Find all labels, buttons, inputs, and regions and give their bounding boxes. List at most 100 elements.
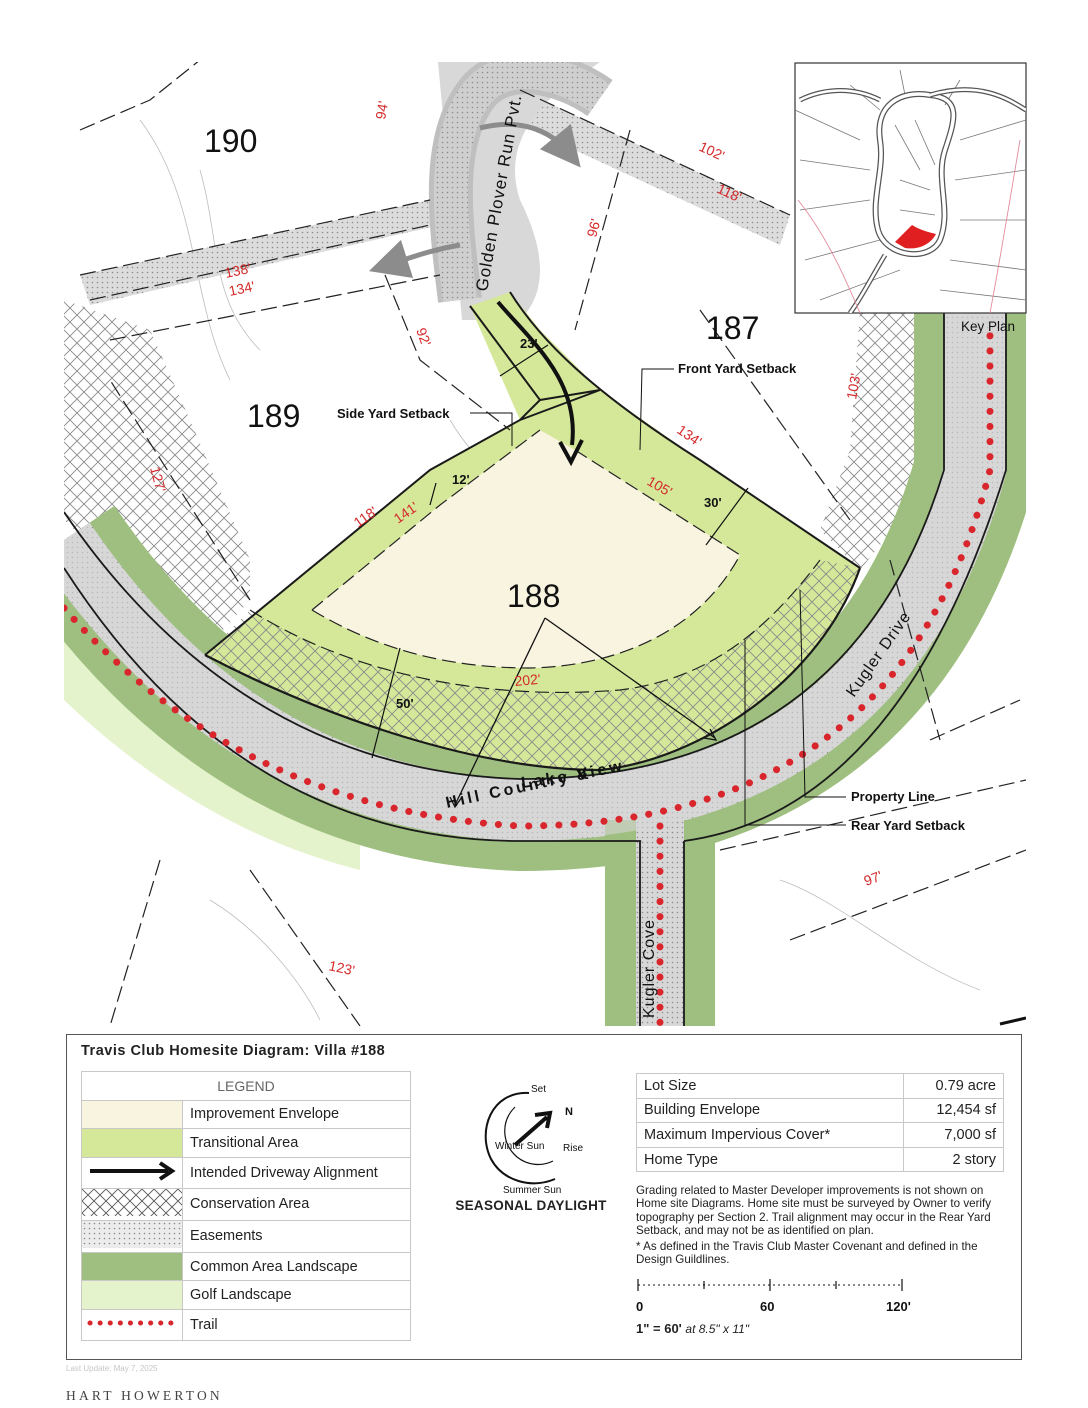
scale-tick-0: 0 [636, 1299, 643, 1314]
legend-row: Common Area Landscape [81, 1251, 411, 1282]
view-arrow-west [368, 239, 461, 278]
seasonal-daylight-diagram: Set N Winter Sun Rise Summer Sun [484, 1084, 583, 1196]
seasonal-daylight-caption: SEASONAL DAYLIGHT [455, 1198, 607, 1213]
swatch-driveway-arrow-icon [81, 1156, 183, 1189]
dim-96: 96' [583, 217, 603, 239]
swatch-easements [81, 1219, 183, 1253]
legend-label: Conservation Area [182, 1187, 411, 1221]
lot-188-label: 188 [507, 578, 560, 614]
setback-lines [249, 429, 821, 694]
dim-94: 94' [372, 100, 391, 121]
legend-row: Trail [81, 1308, 411, 1341]
scale-bar: 0 60 120' [636, 1279, 911, 1314]
setback-labels: 23' 12' 30' 50' [396, 336, 722, 711]
lot-lines [79, 62, 1026, 1026]
north-arrow-icon [513, 1115, 549, 1147]
lot-188-conservation-area [205, 560, 860, 770]
lot-188-callout-arrows [449, 617, 718, 809]
legend-heading: LEGEND [81, 1071, 411, 1101]
notes: Grading related to Master Developer impr… [636, 1184, 1006, 1268]
lot-189-label: 189 [247, 398, 300, 434]
legend-label: Trail [182, 1308, 411, 1341]
legend-row: Transitional Area [81, 1128, 411, 1158]
sun-north-label: N [565, 1106, 573, 1118]
dim-97: 97' [862, 868, 885, 889]
callout-property-line: Property Line [851, 789, 935, 804]
swatch-trail [81, 1308, 183, 1341]
fact-label: Home Type [636, 1146, 904, 1173]
setback-50: 50' [396, 696, 414, 711]
swatch-conservation [81, 1187, 183, 1221]
road-edges [64, 310, 1007, 1026]
swatch-improvement [81, 1099, 183, 1130]
lot-188-improvement-envelope [312, 430, 740, 668]
callout-leaders [470, 368, 846, 826]
dim-92: 92' [413, 326, 434, 349]
brand-logo: HART HOWERTON [66, 1388, 223, 1403]
scale-ratio: 1" = 60' at 8.5" x 11" [636, 1321, 749, 1336]
legend-label: Easements [182, 1219, 411, 1253]
callout-front-yard: Front Yard Setback [678, 361, 797, 376]
legend-row: Conservation Area [81, 1187, 411, 1221]
legend-table: LEGEND Improvement Envelope Transitional… [81, 1071, 411, 1341]
legend-label: Improvement Envelope [182, 1099, 411, 1130]
scale-tick-60: 60 [760, 1299, 774, 1314]
legend-row: Intended Driveway Alignment [81, 1156, 411, 1189]
driveway-alignment-arrow [496, 300, 575, 446]
legend-label: Common Area Landscape [182, 1251, 411, 1282]
callout-side-yard: Side Yard Setback [337, 406, 450, 421]
dim-202: 202' [514, 671, 541, 689]
legend-label: Intended Driveway Alignment [182, 1156, 411, 1189]
trail [64, 326, 994, 830]
fact-value: 12,454 sf [902, 1097, 1005, 1124]
last-update: Last Update: May 7, 2025 [66, 1364, 158, 1373]
info-panel: Travis Club Homesite Diagram: Villa #188… [66, 1034, 1022, 1360]
scale-paper-size: at 8.5" x 11" [685, 1322, 750, 1336]
lot-188-property-line [204, 305, 601, 656]
fact-value: 0.79 acre [902, 1073, 1005, 1099]
sun-path-arc [484, 1091, 556, 1185]
legend-row: Improvement Envelope [81, 1099, 411, 1130]
diagram-title: Travis Club Homesite Diagram: Villa #188 [81, 1043, 386, 1059]
key-plan-highlight-lot [895, 225, 936, 249]
facts-row: Maximum Impervious Cover*7,000 sf [636, 1122, 1005, 1148]
callout-labels: Front Yard Setback Side Yard Setback Pro… [337, 361, 966, 833]
key-plan-label: Key Plan [961, 319, 1015, 334]
dim-138: 138' [223, 260, 252, 281]
lot-187-label: 187 [706, 310, 759, 346]
fact-label: Building Envelope [636, 1097, 904, 1124]
street-kugler-cove: Kugler Cove [641, 919, 658, 1018]
fact-label: Maximum Impervious Cover* [636, 1122, 904, 1148]
sun-set-label: Set [531, 1084, 546, 1095]
swatch-common-area [81, 1251, 183, 1282]
legend-row: Golf Landscape [81, 1280, 411, 1310]
view-arrow-east [479, 121, 581, 168]
swatch-transitional [81, 1128, 183, 1158]
swatch-golf [81, 1280, 183, 1310]
dim-127: 127' [147, 465, 169, 494]
dim-134-west: 134' [227, 278, 256, 299]
setback-23: 23' [520, 336, 538, 351]
fact-value: 2 story [902, 1146, 1005, 1173]
lot-190-label: 190 [204, 123, 257, 159]
setback-dimension-lines [371, 344, 749, 759]
fact-value: 7,000 sf [902, 1122, 1005, 1148]
dim-123: 123' [327, 957, 356, 978]
scale-ratio-value: 1" = 60' [636, 1321, 682, 1336]
callout-rear-yard: Rear Yard Setback [851, 818, 966, 833]
fact-label: Lot Size [636, 1073, 904, 1099]
key-plan: Key Plan [794, 62, 1027, 334]
site-map: 190 189 188 187 Golden Plover Run Pvt. L… [64, 62, 1027, 1026]
sun-rise-label: Rise [563, 1143, 583, 1154]
sun-summer-label: Summer Sun [503, 1185, 561, 1196]
setback-30: 30' [704, 495, 722, 510]
grading-note: Grading related to Master Developer impr… [636, 1184, 992, 1238]
asterisk-note: * As defined in the Travis Club Master C… [636, 1239, 978, 1267]
sun-winter-label: Winter Sun [495, 1141, 544, 1152]
scale-tick-120: 120' [886, 1299, 911, 1314]
legend-label: Golf Landscape [182, 1280, 411, 1310]
